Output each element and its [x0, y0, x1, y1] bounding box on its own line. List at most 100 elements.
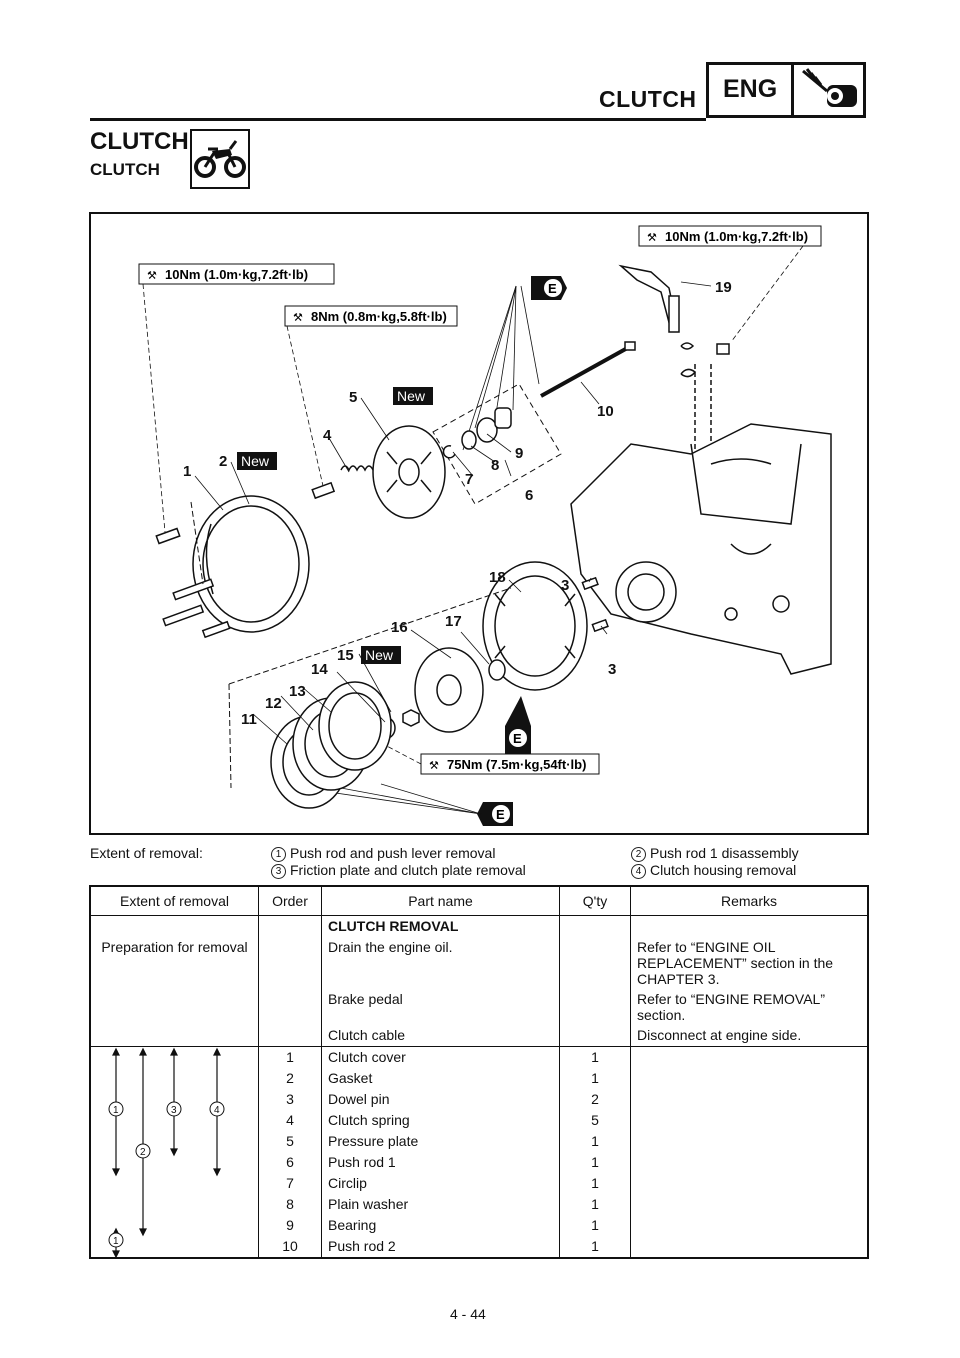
svg-text:2: 2 [219, 453, 227, 470]
clutch-spring-part [311, 465, 374, 500]
table-row: 9 Bearing 1 [90, 1215, 869, 1236]
svg-text:5: 5 [349, 389, 357, 406]
torque-label-spring: ⚒ 8Nm (0.8m·kg,5.8ft·lb) [284, 305, 458, 327]
new-tag-lockwasher: New [361, 646, 401, 664]
oil-mark-bottom: E [477, 802, 513, 826]
svg-text:⚒: ⚒ [293, 312, 303, 324]
svg-text:10: 10 [597, 403, 614, 420]
extent-arrows-cell: 1 2 3 4 1 [89, 1046, 259, 1258]
svg-text:4: 4 [323, 427, 332, 444]
svg-text:3: 3 [171, 1105, 177, 1116]
svg-text:18: 18 [489, 569, 506, 586]
torque-label-cover: ⚒ 10Nm (1.0m·kg,7.2ft·lb) [138, 263, 335, 285]
cover-bolts [155, 527, 231, 639]
svg-text:6: 6 [525, 487, 533, 504]
svg-text:16: 16 [391, 619, 408, 636]
extent-label: Extent of removal: [90, 845, 203, 861]
new-tag-gasket: New [237, 452, 277, 470]
svg-text:14: 14 [311, 661, 328, 678]
torque-label-lever: ⚒ 10Nm (1.0m·kg,7.2ft·lb) [638, 225, 822, 247]
page-title: CLUTCH [90, 128, 189, 155]
table-row: 5 Pressure plate 1 [90, 1131, 869, 1152]
svg-text:1: 1 [113, 1236, 119, 1247]
table-row: 10 Push rod 2 1 [90, 1236, 869, 1258]
thrust-washer [488, 659, 506, 681]
svg-text:New: New [397, 388, 426, 404]
header-section-title: CLUTCH [599, 86, 697, 112]
oil-mark-top: E [531, 276, 567, 300]
svg-text:10Nm (1.0m·kg,7.2ft·lb): 10Nm (1.0m·kg,7.2ft·lb) [165, 267, 308, 282]
pressure-plate-part [372, 425, 446, 519]
svg-text:3: 3 [561, 577, 569, 594]
svg-text:New: New [365, 647, 394, 663]
clutch-cover-part [192, 495, 310, 633]
svg-text:13: 13 [289, 683, 306, 700]
svg-text:⚒: ⚒ [429, 760, 439, 772]
svg-text:15: 15 [337, 647, 354, 664]
crankcase-part [570, 423, 832, 675]
table-row: 4 Clutch spring 5 [90, 1110, 869, 1131]
col-extent: Extent of removal [89, 885, 259, 916]
table-row: Preparation for removal Drain the engine… [89, 937, 869, 989]
torque-label-nut: ⚒ 75Nm (7.5m·kg,54ft·lb) [420, 753, 600, 775]
table-row: 7 Circlip 1 [90, 1173, 869, 1194]
svg-text:12: 12 [265, 695, 282, 712]
pushrod2-part [540, 341, 636, 398]
page-subtitle: CLUTCH [90, 160, 160, 179]
removal-table: Extent of removal Order Part name Q'ty R… [89, 885, 869, 1259]
svg-text:10Nm (1.0m·kg,7.2ft·lb): 10Nm (1.0m·kg,7.2ft·lb) [665, 229, 808, 244]
push-lever-part [618, 264, 730, 514]
svg-text:1: 1 [183, 463, 191, 480]
engine-wrench-icon [797, 67, 863, 120]
clutch-boss-part [414, 647, 484, 733]
callout-numbers: 1 2 3 3 4 5 6 7 8 9 10 11 12 13 14 15 16… [183, 279, 732, 728]
svg-text:17: 17 [445, 613, 462, 630]
table-row: Clutch cable Disconnect at engine side. [89, 1025, 869, 1047]
pushrod1-group [442, 407, 512, 459]
svg-text:9: 9 [515, 445, 523, 462]
engine-tag-box: ENG [706, 62, 866, 118]
table-row: 6 Push rod 1 1 [90, 1152, 869, 1173]
clutch-housing-part [482, 561, 588, 691]
col-qty: Q'ty [559, 885, 631, 916]
table-row: 1 2 3 4 1 1 Clutch cover 1 [89, 1046, 869, 1258]
engine-tag: ENG [723, 75, 778, 103]
extent-arrows: 1 2 3 4 1 [108, 1047, 225, 1257]
svg-text:New: New [241, 453, 270, 469]
table-row: 3 Dowel pin 2 [90, 1089, 869, 1110]
svg-text:7: 7 [465, 471, 473, 488]
table-row: 2 Gasket 1 [90, 1068, 869, 1089]
svg-text:3: 3 [608, 661, 616, 678]
clutch-exploded-diagram: ⚒ 10Nm (1.0m·kg,7.2ft·lb) ⚒ 8Nm (0.8m·kg… [89, 212, 869, 835]
svg-text:⚒: ⚒ [647, 232, 657, 244]
header-rule [90, 118, 706, 121]
motorcycle-icon [190, 129, 250, 189]
svg-text:75Nm (7.5m·kg,54ft·lb): 75Nm (7.5m·kg,54ft·lb) [447, 757, 586, 772]
svg-text:19: 19 [715, 279, 732, 296]
friction-clutch-plates [270, 681, 392, 809]
svg-text:8Nm (0.8m·kg,5.8ft·lb): 8Nm (0.8m·kg,5.8ft·lb) [311, 309, 447, 324]
new-tag-pressure: New [393, 387, 433, 405]
svg-text:4: 4 [214, 1105, 220, 1116]
col-part: Part name [321, 885, 560, 916]
wrench-icon: ⚒ [147, 270, 157, 282]
svg-text:E: E [496, 807, 505, 822]
svg-text:E: E [513, 731, 522, 746]
col-remarks: Remarks [630, 885, 869, 916]
table-row: Brake pedal Refer to “ENGINE REMOVAL” se… [89, 989, 869, 1025]
svg-text:E: E [548, 281, 557, 296]
svg-text:2: 2 [140, 1147, 146, 1158]
svg-text:8: 8 [491, 457, 499, 474]
table-row: 8 Plain washer 1 [90, 1194, 869, 1215]
page-number: 4 - 44 [450, 1306, 486, 1322]
dowel-pins [581, 576, 609, 633]
svg-text:11: 11 [241, 711, 257, 728]
col-order: Order [258, 885, 322, 916]
svg-text:1: 1 [113, 1105, 119, 1116]
table-row: CLUTCH REMOVAL [89, 915, 869, 937]
oil-mark-mid: E [505, 696, 531, 754]
